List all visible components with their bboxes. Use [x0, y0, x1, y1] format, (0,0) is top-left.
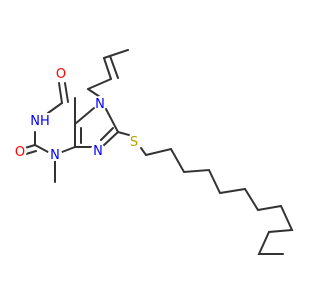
bond-n1-c6 [47, 102, 63, 114]
atom-labels: O NH O N N N S [13, 66, 141, 163]
bond-c4-n3 [61, 146, 76, 153]
atom-o6: O [54, 66, 68, 82]
atom-n3: N [48, 147, 62, 163]
bond-c5-n7 [74, 107, 95, 125]
bond-c8-n9-double [100, 127, 114, 141]
bond-ch-ch3 [103, 49, 129, 59]
bond-n7-ch2 [87, 88, 101, 98]
bond-c2-o2-double [25, 150, 37, 155]
atom-label-n9: N [93, 144, 103, 159]
dodecyl-chain [145, 147, 294, 255]
molecule-diagram: O NH O N N N S [13, 49, 294, 255]
bonds [24, 49, 294, 255]
bond-c8-n9 [102, 131, 119, 147]
bond-n7-c8 [105, 108, 119, 133]
bond-ch2-ch [87, 78, 112, 90]
atom-n7: N [93, 96, 107, 112]
bond-c6-o6 [58, 82, 63, 104]
bond-c8-s [117, 131, 130, 136]
atom-label-n7: N [95, 97, 105, 112]
atom-label-s: S [130, 135, 138, 150]
bond-ch-ch [103, 57, 112, 80]
atom-label-o6: O [56, 67, 66, 82]
atom-o2: O [13, 144, 27, 160]
bond-n3-c2 [34, 144, 49, 153]
atom-label-n3: N [50, 148, 60, 163]
atom-label-o2: O [15, 145, 25, 160]
bond-c6-o6-double [64, 82, 69, 103]
atom-s: S [127, 134, 141, 150]
bond-s-c1 [140, 147, 147, 156]
atom-n1: NH [30, 113, 50, 129]
atom-label-n1: NH [30, 114, 50, 129]
bond-ch-ch-double [109, 55, 119, 79]
bond-c2-o2 [24, 144, 36, 149]
atom-n9: N [91, 143, 105, 159]
